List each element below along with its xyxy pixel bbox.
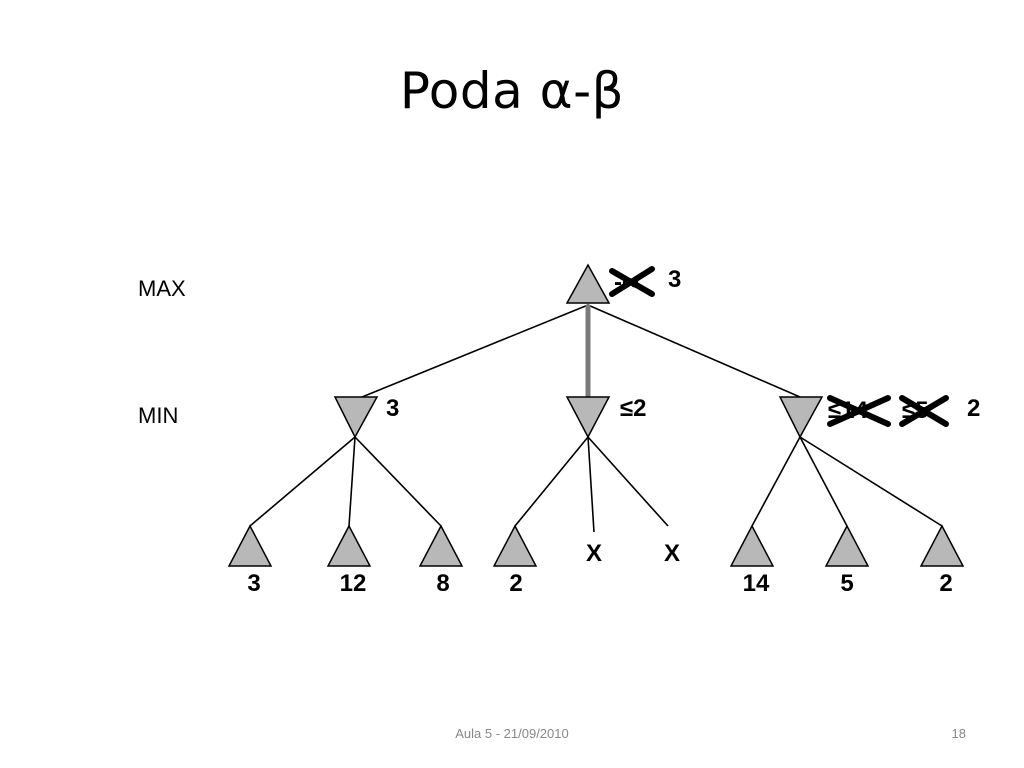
leaf-value-6: 5 xyxy=(840,570,853,597)
leaf-value-7: 2 xyxy=(939,570,952,597)
min-node-3-cross-out-1 xyxy=(827,395,891,427)
root-edges xyxy=(361,304,801,398)
leaf-value-2: 12 xyxy=(340,570,367,597)
min-node-2 xyxy=(565,396,611,439)
edge-pruned xyxy=(587,436,595,533)
edge-root-min3 xyxy=(587,304,801,398)
min-node-3-cross-out-2 xyxy=(899,395,949,427)
leaf-value-1: 3 xyxy=(247,570,260,597)
leaf-value-5: 14 xyxy=(743,570,770,597)
edge xyxy=(799,436,943,527)
max-level-label: MAX xyxy=(138,276,186,301)
root-cross-out-mark xyxy=(609,266,655,297)
pruned-leaf-marker-1: X xyxy=(586,540,602,567)
min-node-1-value: 3 xyxy=(386,395,399,422)
leaf-node-1 xyxy=(227,524,273,567)
edge xyxy=(348,436,356,527)
leaf-value-3: 8 xyxy=(436,570,449,597)
leaf-node-7 xyxy=(919,524,965,567)
slide-title: Poda α-β xyxy=(399,62,625,120)
leaf-node-5 xyxy=(729,524,775,567)
min-node-3 xyxy=(778,396,824,439)
leaf-node-2 xyxy=(326,524,372,567)
leaf-node-3 xyxy=(418,524,464,567)
min-node-2-value: ≤2 xyxy=(620,395,647,422)
edge xyxy=(799,436,848,527)
edge-root-min1 xyxy=(361,304,589,398)
edge xyxy=(249,436,356,527)
leaf-node-4 xyxy=(492,524,538,567)
edge xyxy=(751,436,801,527)
root-max-node xyxy=(565,263,611,304)
leaf-node-6 xyxy=(824,524,870,567)
min-node-3-value: 2 xyxy=(967,395,980,422)
leaf-nodes xyxy=(227,524,965,567)
pruned-leaf-marker-2: X xyxy=(664,540,680,567)
slide-footer: Aula 5 - 21/09/2010 xyxy=(455,726,569,741)
page-number: 18 xyxy=(951,726,966,741)
edge xyxy=(354,436,442,527)
edge-pruned xyxy=(587,436,669,527)
min-edges xyxy=(249,436,943,533)
min-node-1 xyxy=(333,396,379,439)
leaf-value-4: 2 xyxy=(509,570,522,597)
edge xyxy=(514,436,589,527)
min-level-label: MIN xyxy=(138,403,178,428)
root-value: 3 xyxy=(668,266,681,293)
